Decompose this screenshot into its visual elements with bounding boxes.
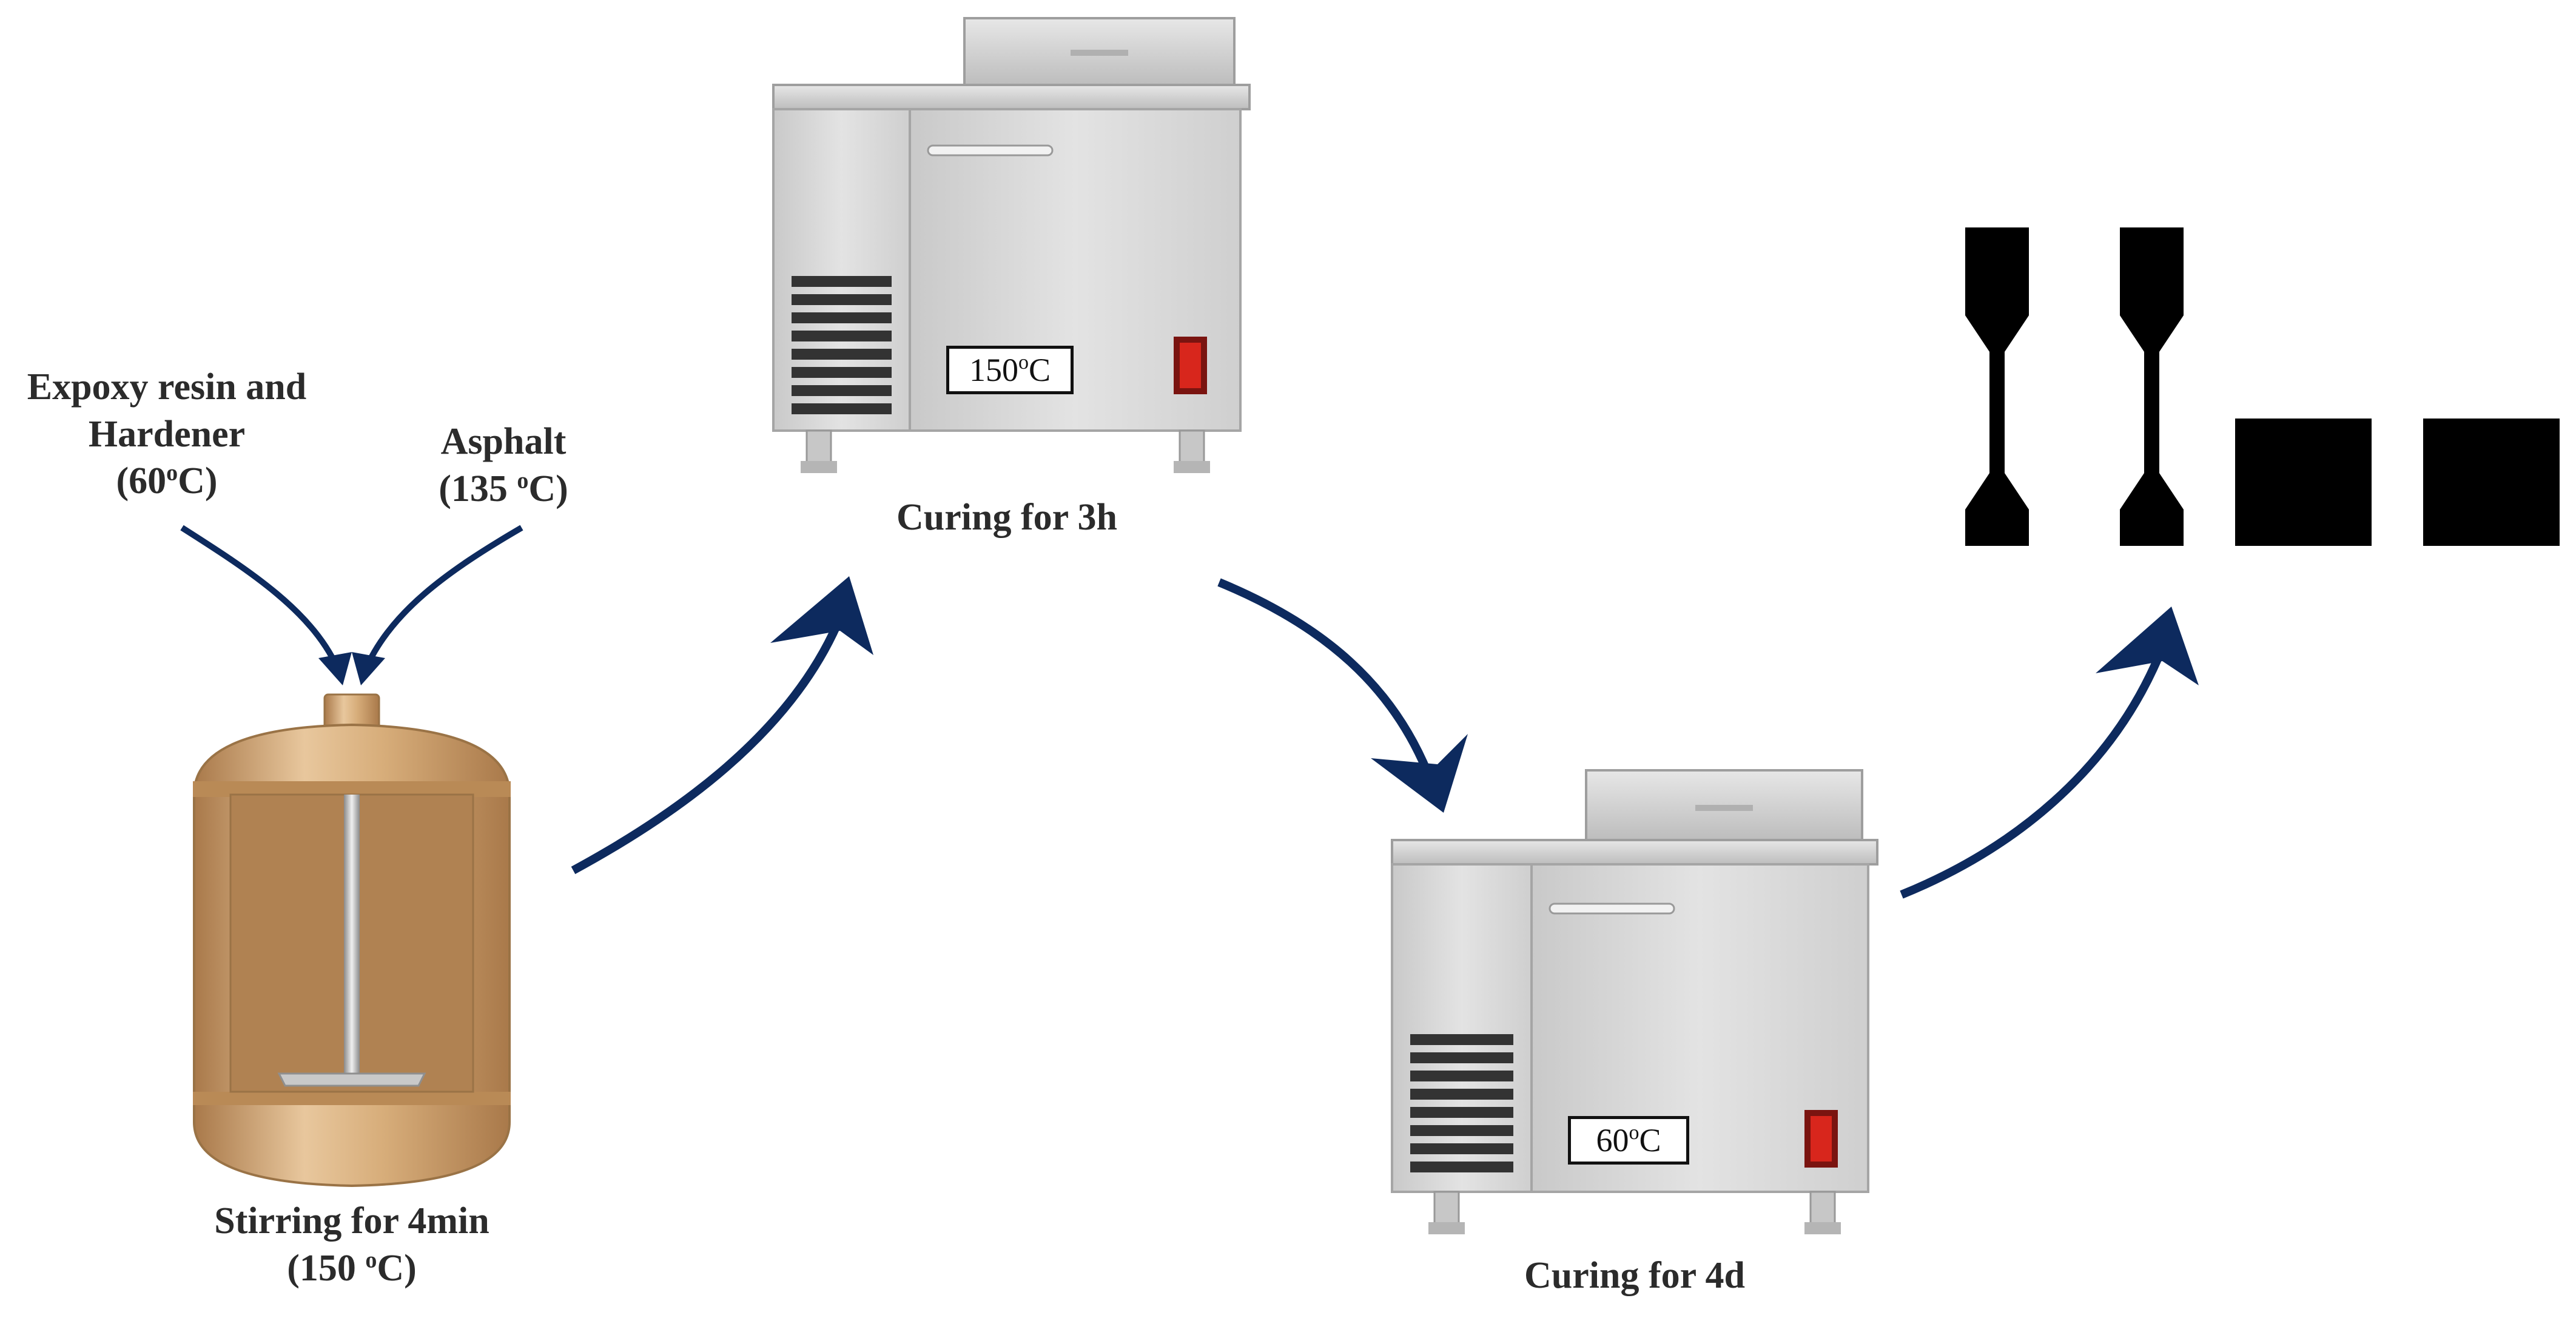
- epoxy-temp-value: (60: [116, 460, 167, 502]
- asphalt-temp-value: (135: [439, 468, 517, 509]
- stirring-temp-unit: C): [377, 1247, 417, 1289]
- stirring-label-line1: Stirring for 4min: [214, 1200, 489, 1242]
- asphalt-temp: (135 oC): [403, 466, 604, 513]
- oven-2: [1391, 769, 1878, 1234]
- arrow-to-specimens-head: [2096, 607, 2199, 685]
- stirring-temp-value: (150: [287, 1247, 366, 1289]
- dogbone-specimen-2: [2120, 227, 2184, 546]
- oven1-temp-unit: C: [1028, 352, 1051, 388]
- arrow-to-oven2: [1217, 578, 1436, 784]
- oven1-temp-degree: o: [1018, 351, 1029, 374]
- oven2-temp-unit: C: [1639, 1122, 1661, 1158]
- epoxy-label: Expoxy resin and Hardener (60oC): [0, 364, 349, 505]
- arrow-to-oven2-head: [1371, 734, 1468, 813]
- asphalt-label-line1: Asphalt: [440, 421, 567, 462]
- epoxy-temp: (60oC): [0, 458, 349, 505]
- epoxy-temp-degree: o: [166, 460, 178, 486]
- square-specimen-1: [2235, 419, 2372, 546]
- dogbone-specimen-1: [1965, 227, 2029, 546]
- asphalt-arrowhead: [352, 652, 385, 685]
- oven1-caption: Curing for 3h: [896, 497, 1117, 538]
- asphalt-label: Asphalt (135 oC): [403, 419, 604, 513]
- oven-1: [772, 17, 1251, 473]
- arrow-to-oven1-head: [770, 576, 873, 655]
- epoxy-label-line2: Hardener: [88, 413, 246, 455]
- asphalt-arrow: [361, 525, 523, 674]
- asphalt-temp-degree: o: [517, 467, 529, 493]
- specimens: [1965, 227, 2560, 546]
- epoxy-temp-unit: C): [178, 460, 218, 502]
- arrow-to-oven1: [571, 623, 841, 875]
- square-specimen-2: [2423, 419, 2560, 546]
- stirring-temp-degree: o: [365, 1246, 377, 1273]
- epoxy-arrow: [180, 525, 343, 674]
- stirring-temp: (150 oC): [164, 1245, 540, 1293]
- epoxy-arrowhead: [318, 652, 352, 685]
- stirring-label: Stirring for 4min (150 oC): [164, 1198, 540, 1292]
- oven2-caption: Curing for 4d: [1524, 1255, 1745, 1296]
- mixing-tank: [193, 693, 511, 1188]
- epoxy-label-line1: Expoxy resin and: [27, 366, 307, 408]
- asphalt-temp-unit: C): [528, 468, 568, 509]
- arrow-to-specimens: [1900, 653, 2164, 899]
- oven2-temp-value: 60: [1596, 1122, 1629, 1158]
- oven1-temp-value: 150: [969, 352, 1018, 388]
- oven2-temp-degree: o: [1629, 1121, 1639, 1144]
